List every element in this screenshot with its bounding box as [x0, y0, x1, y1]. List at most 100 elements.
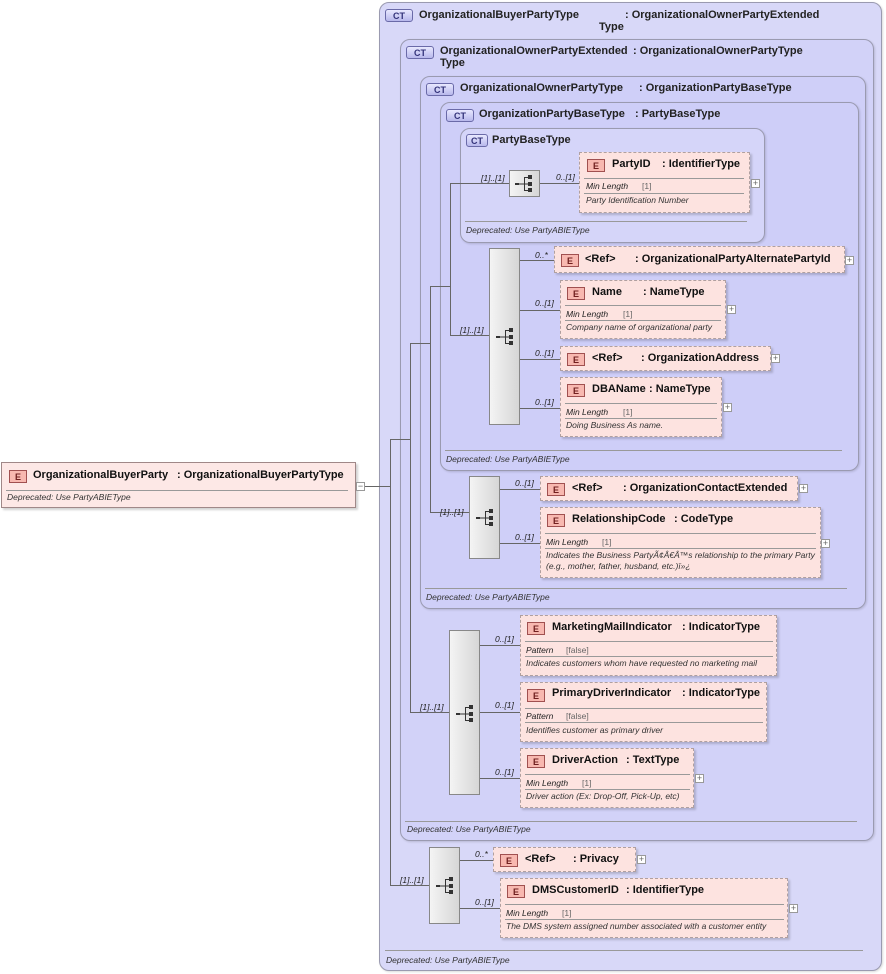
- connector-line: [365, 486, 390, 487]
- connector-line: [390, 439, 410, 440]
- sequence-partybase[interactable]: [509, 170, 540, 197]
- complex-type-badge: CT: [426, 83, 454, 96]
- element-type: : NameType: [643, 286, 705, 298]
- complex-type-badge: CT: [466, 134, 488, 147]
- sequence-ownerext[interactable]: [449, 630, 480, 795]
- element-primary-driver-indicator[interactable]: E PrimaryDriverIndicator : IndicatorType…: [520, 682, 767, 742]
- element-ref-privacy[interactable]: E <Ref> : Privacy: [493, 847, 636, 872]
- element-separator: [545, 548, 816, 549]
- ct-title-base: : PartyBaseType: [635, 108, 721, 120]
- element-name: RelationshipCode: [572, 513, 666, 525]
- element-type: : OrganizationalPartyAlternatePartyId: [635, 253, 831, 265]
- element-marketing-mail-indicator[interactable]: E MarketingMailIndicator : IndicatorType…: [520, 615, 777, 676]
- facet-value: [1]: [642, 181, 652, 191]
- element-cardinality: 0..[1]: [556, 172, 575, 182]
- element-ref-organization-address[interactable]: E <Ref> : OrganizationAddress: [560, 346, 771, 371]
- element-doc: Identifies customer as primary driver: [526, 725, 663, 735]
- sequence-owner[interactable]: [469, 476, 500, 559]
- expand-icon[interactable]: +: [771, 353, 780, 363]
- element-driver-action[interactable]: E DriverAction : TextType Min Length [1]…: [520, 748, 694, 808]
- element-cardinality: 0..[1]: [515, 532, 534, 542]
- connector-line: [500, 543, 540, 544]
- element-dba-name[interactable]: E DBAName : NameType Min Length [1] Doin…: [560, 377, 722, 437]
- facet-value: [false]: [566, 645, 589, 655]
- facet-label: Min Length: [586, 181, 629, 191]
- element-doc: Driver action (Ex: Drop-Off, Pick-Up, et…: [526, 791, 680, 801]
- ct-separator: [465, 221, 747, 222]
- expand-icon[interactable]: +: [799, 483, 808, 493]
- ct-title-name: PartyBaseType: [492, 134, 571, 146]
- facet-label: Min Length: [526, 778, 569, 788]
- sequence-cardinality: [1]..[1]: [481, 173, 505, 183]
- element-relationship-code[interactable]: E RelationshipCode : CodeType Min Length…: [540, 507, 821, 578]
- element-separator: [525, 641, 773, 642]
- connector-line: [410, 712, 449, 713]
- expand-icon[interactable]: +: [727, 304, 736, 314]
- connector-line: [520, 408, 560, 409]
- facet-label: Pattern: [526, 645, 554, 655]
- element-badge: E: [547, 483, 565, 496]
- expand-icon[interactable]: +: [637, 854, 646, 864]
- connector-line: [480, 645, 520, 646]
- connector-line: [480, 778, 520, 779]
- sequence-icon: [496, 328, 513, 345]
- facet-value: [1]: [623, 407, 633, 417]
- element-separator: [525, 722, 763, 723]
- element-ref-alternate-party-id[interactable]: E <Ref> : OrganizationalPartyAlternatePa…: [554, 246, 845, 273]
- connector-line: [480, 712, 520, 713]
- element-badge: E: [527, 689, 545, 702]
- element-badge: E: [507, 885, 525, 898]
- element-doc: Indicates the Business PartyÃ¢Â€Â™s rela…: [546, 550, 815, 560]
- element-doc: Party Identification Number: [586, 195, 689, 205]
- element-separator: [505, 919, 784, 920]
- connector-line: [390, 885, 429, 886]
- expand-icon[interactable]: +: [845, 255, 854, 265]
- sequence-cardinality: [1]..[1]: [420, 702, 444, 712]
- element-name: DBAName: [592, 383, 646, 395]
- expand-icon[interactable]: +: [821, 538, 830, 548]
- expand-icon[interactable]: +: [789, 903, 798, 913]
- element-type: : Privacy: [573, 853, 619, 865]
- facet-value: [false]: [566, 711, 589, 721]
- ct-separator: [445, 450, 842, 451]
- sequence-orgbase[interactable]: [489, 248, 520, 425]
- ct-title-name: OrganizationalOwnerPartyType: [460, 82, 624, 94]
- expand-icon[interactable]: +: [751, 178, 760, 188]
- element-doc: Indicates customers whom have requested …: [526, 658, 758, 668]
- element-separator: [525, 656, 773, 657]
- element-separator: [525, 789, 690, 790]
- element-cardinality: 0..[1]: [475, 897, 494, 907]
- element-doc: Company name of organizational party: [566, 322, 712, 332]
- element-name-field[interactable]: E Name : NameType Min Length [1] Company…: [560, 280, 726, 339]
- element-party-id[interactable]: E PartyID : IdentifierType Min Length [1…: [579, 152, 750, 213]
- facet-label: Min Length: [506, 908, 549, 918]
- element-name: <Ref>: [585, 253, 616, 265]
- root-element-organizational-buyer-party[interactable]: E OrganizationalBuyerParty : Organizatio…: [1, 462, 356, 508]
- element-doc: The DMS system assigned number associate…: [506, 921, 767, 931]
- facet-label: Min Length: [566, 309, 609, 319]
- collapse-icon[interactable]: −: [356, 481, 365, 491]
- element-badge: E: [527, 622, 545, 635]
- sequence-cardinality: [1]..[1]: [440, 507, 464, 517]
- ct-doc: Deprecated: Use PartyABIEType: [466, 225, 590, 235]
- sequence-icon: [456, 705, 473, 722]
- element-name: DriverAction: [552, 754, 619, 766]
- facet-value: [1]: [623, 309, 633, 319]
- expand-icon[interactable]: +: [723, 402, 732, 412]
- sequence-icon: [436, 877, 453, 894]
- ct-separator: [405, 821, 857, 822]
- element-name: <Ref>: [572, 482, 603, 494]
- connector-line: [430, 286, 431, 512]
- expand-icon[interactable]: +: [695, 773, 704, 783]
- ct-title-base: : OrganizationalOwnerPartyExtended: [625, 9, 820, 21]
- element-badge: E: [561, 254, 579, 267]
- element-ref-organization-contact[interactable]: E <Ref> : OrganizationContactExtended: [540, 476, 798, 501]
- connector-line: [460, 908, 500, 909]
- facet-label: Pattern: [526, 711, 554, 721]
- connector-line: [450, 183, 509, 184]
- element-dms-customer-id[interactable]: E DMSCustomerID : IdentifierType Min Len…: [500, 878, 788, 938]
- facet-value: [1]: [602, 537, 612, 547]
- element-separator: [505, 904, 784, 905]
- element-cardinality: 0..*: [535, 250, 548, 260]
- sequence-buyer[interactable]: [429, 847, 460, 924]
